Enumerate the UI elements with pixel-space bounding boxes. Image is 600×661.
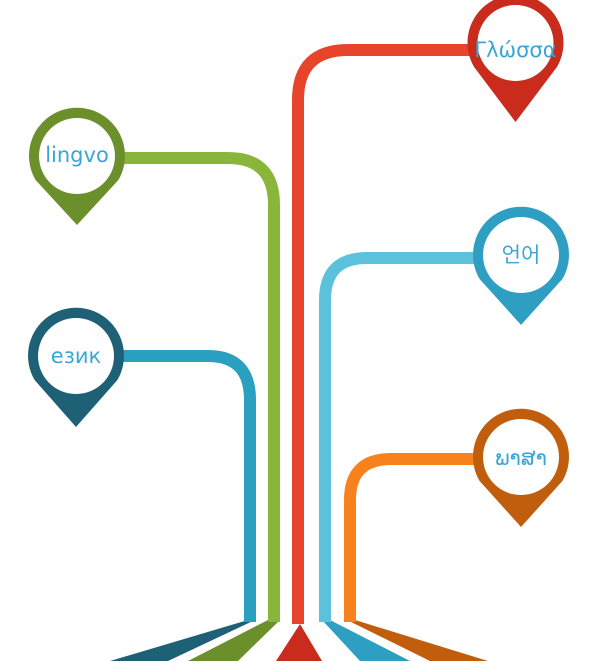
branch-lightblue bbox=[319, 252, 520, 622]
pin-korean-label: 언어 bbox=[502, 243, 541, 267]
pin-thai-label: ພາສາ bbox=[495, 446, 547, 470]
branches bbox=[70, 44, 520, 624]
base-fan-green bbox=[188, 620, 280, 661]
branch-green bbox=[80, 152, 280, 622]
base-fan-lightblue bbox=[322, 620, 410, 661]
base-fan-darkteal bbox=[110, 620, 255, 661]
pin-greek-label: Γλώσσα bbox=[474, 38, 556, 62]
pin-korean-face bbox=[483, 217, 559, 293]
pin-latin: lingvo bbox=[29, 107, 126, 225]
branch-red bbox=[292, 44, 515, 624]
pin-bulgarian-face bbox=[38, 318, 114, 394]
pin-thai-face bbox=[483, 419, 559, 495]
pin-korean: 언어 bbox=[473, 206, 569, 325]
pin-latin-label: lingvo bbox=[45, 143, 109, 167]
pin-bulgarian-label: език bbox=[51, 344, 101, 368]
pin-thai: ພາສາ bbox=[473, 408, 569, 527]
base-fan-red bbox=[276, 624, 322, 661]
pin-greek-face bbox=[477, 5, 554, 81]
branch-orange bbox=[344, 453, 520, 622]
pin-greek: Γλώσσα bbox=[467, 0, 564, 122]
pin-latin-face bbox=[39, 118, 115, 194]
branch-darkteal bbox=[70, 350, 256, 622]
base-fan-orange bbox=[347, 620, 488, 661]
tree-base bbox=[110, 620, 488, 661]
pin-bulgarian: език bbox=[28, 307, 125, 427]
